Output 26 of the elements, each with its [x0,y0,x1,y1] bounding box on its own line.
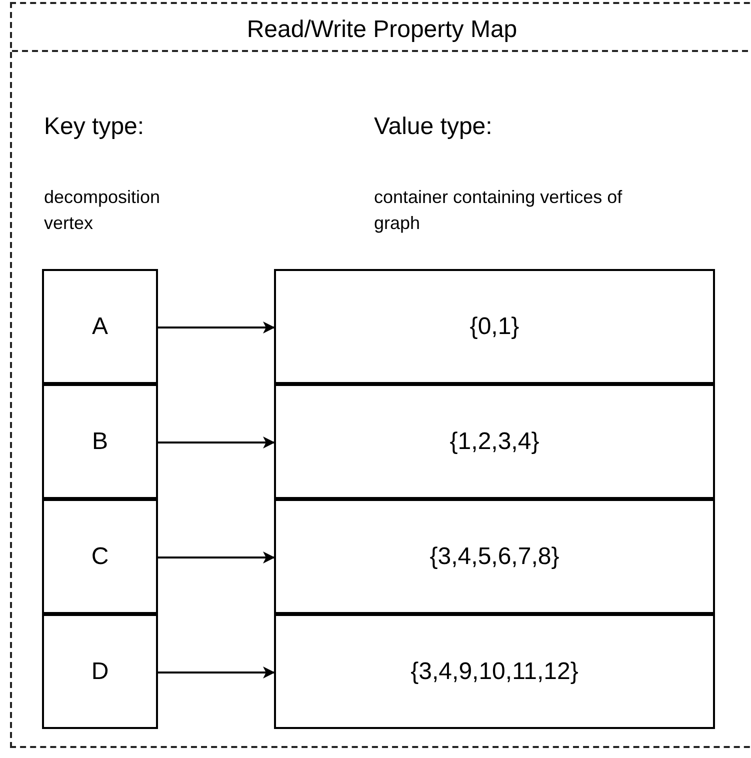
dashed-frame [10,2,751,748]
arrow [158,436,275,448]
value-text: {3,4,5,6,7,8} [430,542,560,572]
value-cell [274,614,715,729]
arrow [158,666,275,678]
value-cell [274,499,715,614]
key-text: C [91,542,109,572]
column-description: decomposition vertex [44,186,162,235]
title-text: Read/Write Property Map [246,15,518,45]
key-text: D [91,656,109,686]
value-text: {0,1} [470,312,520,342]
arrow [158,322,275,334]
key-text: B [92,426,108,456]
value-cell [274,384,715,499]
arrow [158,552,275,564]
key-cell [42,614,158,729]
value-cell [274,269,715,384]
value-text: {1,2,3,4} [450,426,540,456]
column-description: container containing vertices of graph [374,186,624,235]
key-cell [42,269,158,384]
key-cell [42,384,158,499]
column-heading: Value type: [374,112,492,142]
key-cell [42,499,158,614]
column-heading: Key type: [44,112,144,142]
key-text: A [92,312,108,342]
value-text: {3,4,9,10,11,12} [410,656,578,686]
